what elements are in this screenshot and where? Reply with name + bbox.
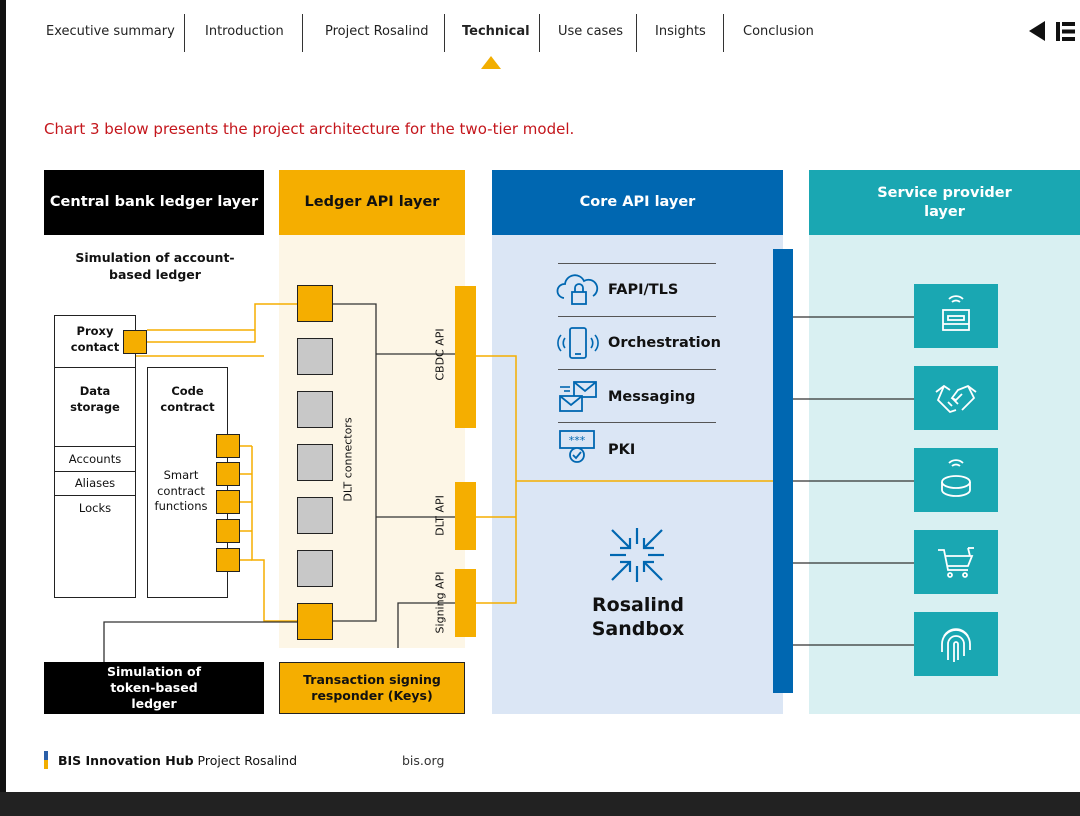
nav-technical[interactable]: Technical — [462, 24, 530, 39]
divider — [558, 263, 716, 264]
envelopes-icon — [559, 381, 597, 412]
rosalind-sandbox-label: Rosalind Sandbox — [591, 594, 685, 640]
smart-function-connector — [216, 462, 240, 486]
sandbox-arrows-icon — [610, 528, 664, 582]
fapi-tls-label: FAPI/TLS — [608, 282, 679, 298]
smart-contract-functions-label: Smart contract functions — [154, 468, 208, 514]
accounts-label: Accounts — [68, 452, 122, 466]
window-edge — [0, 0, 6, 792]
nav-insights[interactable]: Insights — [655, 24, 706, 39]
dlt-connector-active — [297, 603, 333, 640]
nav-divider — [636, 14, 637, 52]
code-contract-box — [147, 367, 228, 598]
phone-signal-icon — [557, 327, 599, 359]
certificate-icon: *** — [559, 430, 595, 463]
sim-token-ledger-box: Simulation of token-based ledger — [44, 662, 264, 714]
smart-function-connector — [216, 490, 240, 514]
nav-conclusion[interactable]: Conclusion — [743, 24, 814, 39]
divider — [54, 495, 136, 496]
bottom-bar — [0, 792, 1080, 816]
dlt-connector — [297, 497, 333, 534]
nav-divider — [184, 14, 185, 52]
core-api-header: Core API layer — [492, 170, 783, 235]
smart-function-connector — [216, 548, 240, 572]
ledger-api-header: Ledger API layer — [279, 170, 465, 235]
signing-api-label: Signing API — [433, 571, 447, 634]
service-tile-card-terminal — [914, 284, 998, 348]
card-terminal-icon — [942, 295, 970, 331]
messaging-label: Messaging — [608, 389, 696, 405]
footer-hub-name: BIS Innovation Hub — [58, 753, 194, 768]
fingerprint-icon — [941, 628, 971, 662]
menu-icon[interactable] — [1056, 22, 1075, 41]
service-tile-fingerprint — [914, 612, 998, 676]
signing-api-bar — [455, 569, 476, 637]
aliases-label: Aliases — [74, 476, 116, 490]
code-contract-label: Code contract — [160, 384, 215, 414]
dlt-connector — [297, 338, 333, 375]
smart-function-connector — [216, 434, 240, 458]
bis-logo-mark — [44, 751, 48, 769]
data-storage-label: Data storage — [70, 384, 120, 414]
proxy-contact-connector — [123, 330, 147, 354]
nav-executive-summary[interactable]: Executive summary — [46, 24, 175, 39]
smart-function-connector — [216, 519, 240, 543]
dlt-api-bar — [455, 482, 476, 550]
footer-brand: BIS Innovation Hub Project Rosalind — [58, 753, 297, 768]
divider — [558, 422, 716, 423]
sim-account-ledger-label: Simulation of account-based ledger — [75, 250, 235, 282]
contactless-token-icon — [941, 459, 971, 497]
handshake-icon — [935, 384, 977, 414]
divider — [54, 446, 136, 447]
service-tile-handshake — [914, 366, 998, 430]
dlt-connectors-label: DLT connectors — [341, 417, 355, 502]
svg-text:***: *** — [569, 434, 586, 447]
connector-lines — [103, 303, 914, 662]
dlt-connector — [297, 550, 333, 587]
orchestration-label: Orchestration — [608, 335, 721, 351]
central-bank-ledger-header: Central bank ledger layer — [44, 170, 264, 235]
nav-use-cases[interactable]: Use cases — [558, 24, 624, 39]
nav-project-rosalind[interactable]: Project Rosalind — [325, 24, 429, 39]
account-ledger-box — [54, 315, 136, 598]
nav-introduction[interactable]: Introduction — [205, 24, 284, 39]
nav-divider — [302, 14, 303, 52]
cbdc-api-label: CBDC API — [433, 328, 447, 381]
core-api-background — [492, 235, 783, 714]
back-arrow-icon[interactable] — [1029, 21, 1045, 41]
service-tile-shopping-cart — [914, 530, 998, 594]
pki-label: PKI — [608, 442, 636, 458]
service-tile-contactless-token — [914, 448, 998, 512]
shopping-cart-icon — [938, 547, 974, 578]
divider — [558, 369, 716, 370]
page: Executive summary Introduction Project R… — [0, 0, 1080, 792]
dlt-connector — [297, 391, 333, 428]
active-tab-indicator — [481, 56, 501, 69]
locks-label: Locks — [78, 501, 112, 515]
footer-project-name: Project Rosalind — [197, 753, 298, 768]
proxy-contact-label: Proxy contact — [70, 324, 120, 354]
dlt-connector-active — [297, 285, 333, 322]
dlt-api-label: DLT API — [433, 495, 447, 536]
cloud-lock-icon — [556, 274, 599, 305]
core-api-bus-bar — [773, 249, 793, 693]
transaction-signing-responder-box: Transaction signing responder (Keys) — [279, 662, 465, 714]
chart-intro-text: Chart 3 below presents the project archi… — [44, 120, 575, 138]
divider — [558, 316, 716, 317]
divider — [54, 471, 136, 472]
cbdc-api-bar — [455, 286, 476, 428]
nav-divider — [444, 14, 445, 52]
divider — [54, 367, 136, 368]
footer-url-link[interactable]: bis.org — [402, 753, 445, 768]
nav-divider — [539, 14, 540, 52]
dlt-connector — [297, 444, 333, 481]
service-provider-header: Service provider layer — [809, 170, 1080, 235]
nav-divider — [723, 14, 724, 52]
